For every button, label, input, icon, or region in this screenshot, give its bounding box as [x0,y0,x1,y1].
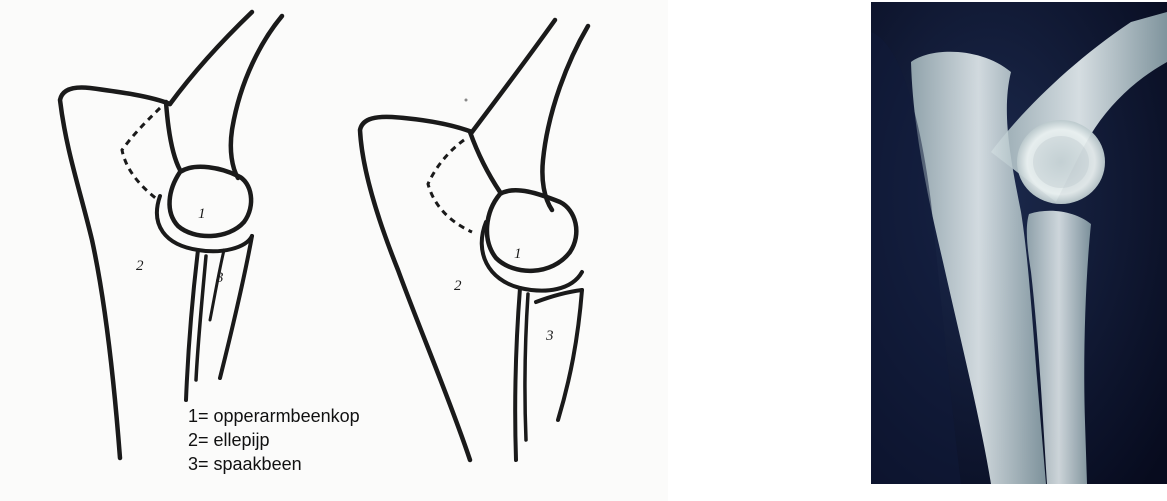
sketch1-label-1: 1 [198,206,206,222]
sketch2-dashed-line [428,140,472,232]
sketch2-humerus-shaft [542,26,588,210]
sketch2-humerus-front [472,20,555,132]
xray-elbow-illustration [871,2,1167,484]
legend-item-2: 2= ellepijp [188,428,360,452]
sketch2-label-2: 2 [454,278,462,294]
sketch-panel: 1 2 3 1 2 3 1= opperarmbeenkop 2= ellepi… [0,0,668,501]
sketch2-humerus-back [470,132,500,192]
sketch-speck [465,99,468,102]
sketch2-radius-right [558,290,582,420]
sketch1-dashed-line [122,108,160,200]
sketch1-ulna-outline [60,88,170,459]
sketch1-label-2: 2 [136,258,144,274]
sketch2-label-1: 1 [514,246,522,262]
legend-item-3: 3= spaakbeen [188,452,360,476]
sketch2-label-3: 3 [545,328,554,344]
sketch1-humeral-head [170,167,252,236]
sketch2-humeral-head [487,190,576,271]
sketch1-radius-right [220,236,252,378]
xray-image [871,2,1167,484]
legend-item-1: 1= opperarmbeenkop [188,404,360,428]
sketch1-humerus-back [166,102,180,170]
sketch1-label-3: 3 [215,270,224,286]
sketch2-radius-left [515,288,520,460]
sketch1-humerus-shaft [231,16,282,178]
sketch2-radius-mid [525,294,528,440]
sketch1-radius-mid [196,256,206,380]
legend: 1= opperarmbeenkop 2= ellepijp 3= spaakb… [188,404,360,476]
